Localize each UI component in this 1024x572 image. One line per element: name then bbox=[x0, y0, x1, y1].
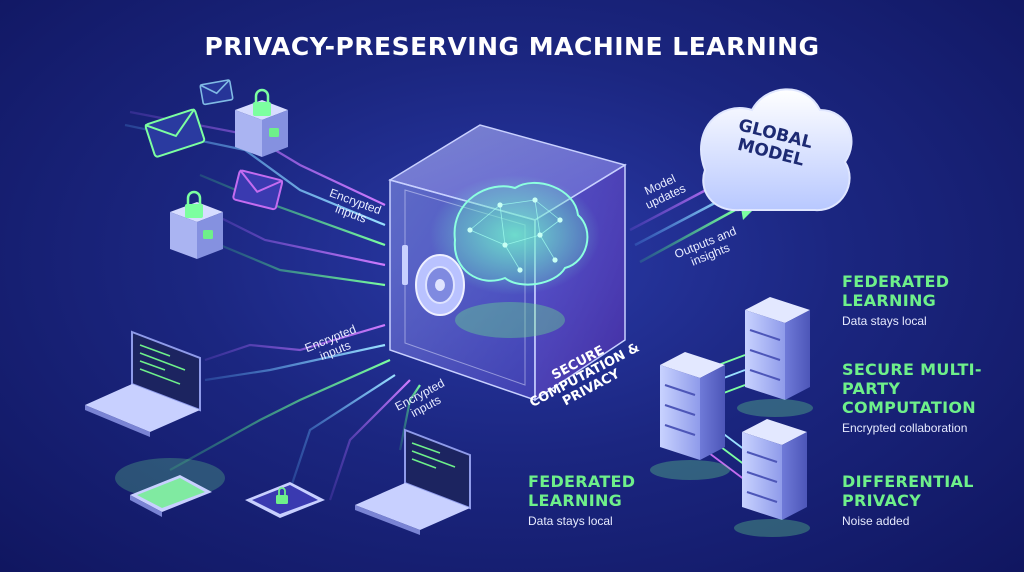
technique-title: DIFFERENTIAL PRIVACY bbox=[842, 472, 974, 510]
technique-federated-learning-top: FEDERATED LEARNING Data stays local bbox=[842, 272, 1012, 328]
laptop-icon bbox=[85, 330, 201, 437]
technique-differential-privacy: DIFFERENTIAL PRIVACY Noise added bbox=[842, 472, 1012, 528]
envelope-icon bbox=[144, 108, 206, 158]
technique-subtitle: Data stays local bbox=[842, 314, 927, 328]
cloud-icon bbox=[700, 88, 853, 212]
technique-secure-multi-party-computation: SECURE MULTI-PARTY COMPUTATION Encrypted… bbox=[842, 360, 1017, 435]
technique-title: FEDERATED LEARNING bbox=[842, 272, 950, 310]
brain-icon bbox=[430, 175, 600, 338]
technique-subtitle: Encrypted collaboration bbox=[842, 421, 968, 435]
vault-dial-icon bbox=[402, 245, 465, 316]
tablet-icon bbox=[115, 458, 225, 517]
technique-title: FEDERATED LEARNING bbox=[528, 472, 636, 510]
technique-subtitle: Data stays local bbox=[528, 514, 613, 528]
technique-title: SECURE MULTI-PARTY COMPUTATION bbox=[842, 360, 982, 417]
padlock-icon bbox=[235, 88, 288, 157]
technique-subtitle: Noise added bbox=[842, 514, 910, 528]
server-rack-icon bbox=[650, 352, 730, 480]
page-title: PRIVACY-PRESERVING MACHINE LEARNING bbox=[204, 32, 820, 61]
envelope-icon bbox=[232, 169, 284, 211]
padlock-icon bbox=[170, 190, 223, 259]
technique-federated-learning-bottom: FEDERATED LEARNING Data stays local bbox=[528, 472, 678, 528]
flow-lines-bottom bbox=[169, 323, 421, 501]
laptop-icon bbox=[355, 428, 471, 535]
envelope-icon bbox=[199, 79, 234, 106]
server-rack-icon bbox=[737, 297, 813, 417]
smartphone-icon bbox=[245, 482, 325, 518]
server-rack-icon bbox=[734, 419, 810, 537]
